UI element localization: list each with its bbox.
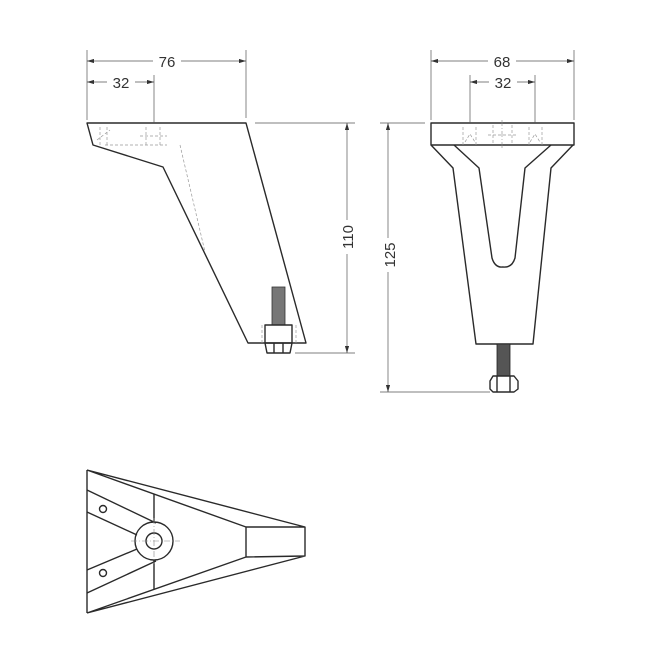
- screw-hole: [98, 504, 108, 514]
- top-view-outline: [86, 469, 306, 614]
- front-view-bolt: [489, 343, 519, 393]
- extension-lines: [86, 50, 355, 354]
- extension-lines: [380, 50, 575, 393]
- hole-spacing-dimension-label: 32: [113, 75, 130, 92]
- side-view-bolt: [261, 286, 297, 354]
- side-view-hidden-lines: [96, 127, 206, 253]
- side-view-outline: [86, 122, 307, 344]
- width-dimension-label: 68: [494, 54, 511, 71]
- front-view-slot: [453, 144, 552, 268]
- hole-spacing-dimension-label: 32: [495, 75, 512, 92]
- front-view-hidden-lines: [462, 125, 543, 145]
- top-view: [86, 469, 306, 614]
- top-view-arms: [86, 489, 157, 594]
- height-dimension-label: 110: [340, 225, 357, 249]
- front-view: 68 32 125: [379, 50, 575, 393]
- height-dimension-label: 125: [382, 242, 399, 267]
- side-view: 76 32 110: [86, 50, 357, 354]
- width-dimension-label: 76: [159, 54, 176, 71]
- front-view-top-plate: [430, 122, 575, 146]
- front-view-body: [430, 144, 574, 345]
- screw-hole: [98, 568, 108, 578]
